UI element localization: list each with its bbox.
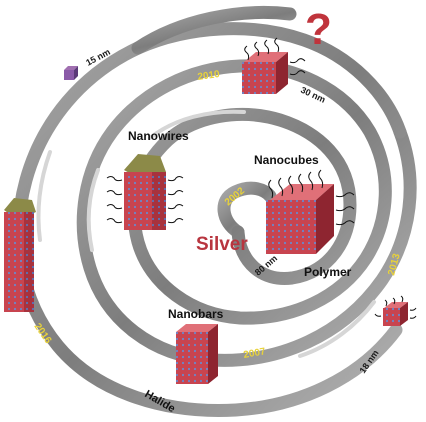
nanowire-long <box>4 198 36 312</box>
nanowire-middle <box>106 154 184 230</box>
label-polymer: Polymer <box>304 265 352 279</box>
year-2010: 2010 <box>197 69 221 83</box>
label-nanocubes: Nanocubes <box>254 153 319 167</box>
nanocube-tiny <box>64 66 78 80</box>
question-mark: ? <box>305 5 332 54</box>
label-nanowires: Nanowires <box>128 129 189 143</box>
center-label-silver: Silver <box>196 234 248 255</box>
nanocube-large <box>266 169 355 254</box>
nanobar <box>176 324 218 384</box>
nanocube-medium <box>242 37 306 94</box>
year-2007: 2007 <box>243 346 267 361</box>
label-nanobars: Nanobars <box>168 307 224 321</box>
nanocube-small <box>374 295 417 326</box>
